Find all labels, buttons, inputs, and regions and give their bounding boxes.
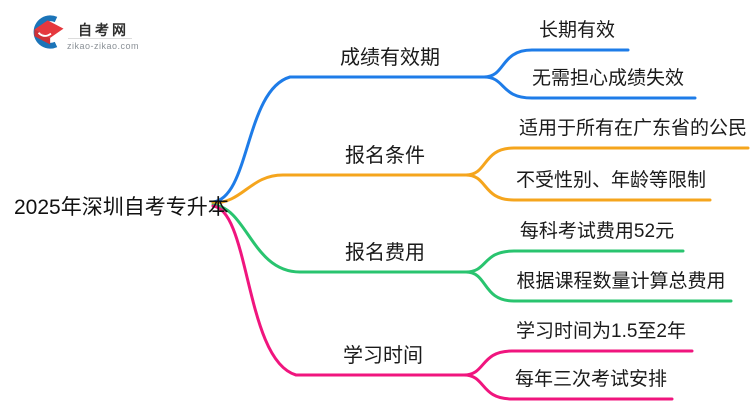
child-topic-conditions-2[interactable]: 不受性别、年龄等限制	[515, 170, 707, 192]
branch-line-scores	[211, 75, 486, 204]
logo-divider	[68, 38, 132, 39]
site-logo: 自考网 zikao-zikao.com	[26, 8, 146, 56]
logo-domain: zikao-zikao.com	[67, 41, 140, 51]
logo-graduation-cap-icon	[33, 15, 64, 49]
branch-topic-scores[interactable]: 成绩有效期	[340, 47, 440, 69]
branch-topic-duration[interactable]: 学习时间	[343, 345, 423, 367]
child-line-scores-2	[482, 75, 697, 100]
child-topic-fees-2[interactable]: 根据课程数量计算总费用	[516, 271, 726, 293]
child-topic-duration-1[interactable]: 学习时间为1.5至2年	[516, 321, 686, 343]
child-line-duration-2	[462, 373, 674, 401]
root-topic[interactable]: 2025年深圳自考专升本	[14, 196, 229, 219]
branch-topic-conditions[interactable]: 报名条件	[345, 145, 425, 167]
child-line-conditions-2	[464, 173, 712, 202]
child-topic-scores-2[interactable]: 无需担心成绩失效	[531, 68, 685, 90]
child-topic-scores-1[interactable]: 长期有效	[538, 20, 616, 42]
child-topic-duration-2[interactable]: 每年三次考试安排	[514, 369, 668, 391]
branch-line-duration	[211, 204, 466, 377]
child-line-fees-1	[464, 249, 685, 274]
child-topic-fees-1[interactable]: 每科考试费用52元	[519, 221, 675, 243]
branch-line-fees	[211, 203, 468, 274]
logo-title: 自考网	[78, 22, 129, 38]
branch-topic-fees[interactable]: 报名费用	[345, 242, 425, 264]
child-line-duration-1	[462, 349, 694, 377]
child-line-scores-1	[482, 48, 630, 79]
child-topic-conditions-1[interactable]: 适用于所有在广东省的公民	[518, 118, 748, 140]
child-line-fees-2	[464, 270, 733, 303]
branch-line-conditions	[211, 173, 468, 205]
child-line-conditions-1	[464, 146, 750, 177]
